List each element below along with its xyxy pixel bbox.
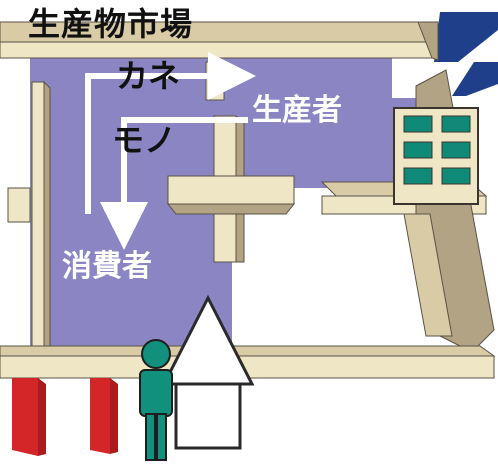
- floor-beam-top: [0, 345, 496, 357]
- roof-beam-lower: [452, 62, 498, 96]
- goods-flow-label: モノ: [112, 121, 177, 159]
- floor-beam-face: [0, 355, 495, 379]
- left-stub: [7, 187, 31, 223]
- left-column-side: [43, 80, 51, 353]
- cross-beam: [167, 175, 295, 205]
- right-frame-inner: [403, 213, 453, 337]
- red-pillar-right: [90, 378, 110, 454]
- cross-beam-side: [166, 203, 296, 215]
- consumer-label: 消費者: [62, 249, 152, 284]
- window: [441, 115, 471, 133]
- market-title: 生産物市場: [28, 5, 194, 43]
- red-pillar-left-side: [38, 378, 46, 456]
- top-beam-post: [417, 21, 439, 61]
- house-icon: [161, 294, 255, 450]
- producer-label: 生産者: [252, 93, 342, 128]
- money-flow-label: カネ: [116, 57, 181, 95]
- red-pillar-right-side: [110, 378, 118, 454]
- person-icon: [139, 339, 173, 461]
- window: [441, 167, 471, 185]
- red-pillar-left: [12, 378, 38, 456]
- goods-flow-arrow: [100, 117, 248, 250]
- top-beam-face: [0, 41, 433, 59]
- window: [441, 141, 471, 159]
- window: [403, 115, 433, 133]
- roof-beam-upper: [434, 12, 498, 62]
- upper-short-post: [205, 61, 225, 101]
- money-flow-arrow: [85, 52, 256, 214]
- left-column: [31, 81, 45, 353]
- window: [403, 141, 433, 159]
- window: [403, 167, 433, 185]
